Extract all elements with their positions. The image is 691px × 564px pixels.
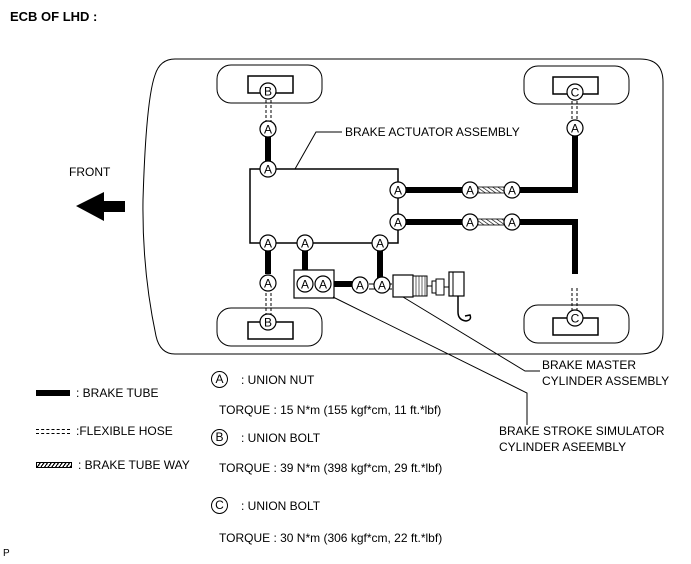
marker-b-front-right: B [259, 313, 277, 331]
svg-text:B: B [264, 316, 272, 330]
legend-flexible-hose: :FLEXIBLE HOSE [36, 424, 173, 438]
marker-b-front-left: B [259, 82, 277, 100]
brake-tube-swatch [36, 390, 70, 396]
marker-a-symbol: A [211, 371, 228, 388]
svg-text:A: A [301, 237, 309, 251]
marker-a: A [373, 276, 391, 294]
svg-text:A: A [301, 278, 309, 292]
fastener-b-torque: TORQUE : 39 N*m (398 kgf*cm, 29 ft.*lbf) [219, 461, 443, 475]
flexible-hose-swatch [36, 428, 70, 434]
legend-brake-tube-way: : BRAKE TUBE WAY [36, 458, 190, 472]
svg-text:A: A [378, 279, 386, 293]
arrow-left-icon [76, 192, 125, 221]
svg-text:A: A [376, 237, 384, 251]
svg-text:A: A [508, 216, 516, 230]
fastener-markers: B B C C A A A A A A A A A A A A A A A A … [259, 82, 584, 331]
svg-text:C: C [571, 86, 580, 100]
master-cylinder-label-line2: CYLINDER ASSEMBLY [542, 374, 670, 388]
brake-tube-way-swatch [36, 462, 72, 468]
flexible-hoses [265, 95, 578, 316]
stroke-simulator-label-line1: BRAKE STROKE SIMULATOR [499, 424, 665, 438]
marker-a: A [371, 234, 389, 252]
wheel-front-right [216, 307, 323, 347]
marker-a: A [389, 181, 407, 199]
marker-a: A [259, 274, 277, 292]
marker-a: A [566, 119, 584, 137]
svg-text:A: A [466, 216, 474, 230]
svg-text:A: A [319, 278, 327, 292]
marker-a: A [461, 213, 479, 231]
svg-text:A: A [356, 279, 364, 293]
marker-b-symbol: B [211, 429, 228, 446]
leader-lines [294, 131, 540, 425]
fastener-a-row: A : UNION NUT [211, 371, 314, 388]
master-cylinder [392, 271, 472, 322]
marker-a: A [314, 275, 332, 293]
brake-tube-way-lower [476, 218, 506, 226]
brake-tube-way-upper [476, 186, 506, 194]
stroke-simulator-label-line2: CYLINDER ASEEMBLY [499, 440, 627, 454]
front-label: FRONT [69, 165, 111, 179]
fastener-c-row: C : UNION BOLT [211, 497, 320, 514]
svg-text:A: A [264, 277, 272, 291]
marker-a: A [259, 160, 277, 178]
marker-a: A [259, 234, 277, 252]
marker-c-rear-left: C [566, 83, 584, 101]
legend-brake-tube: : BRAKE TUBE [36, 386, 158, 400]
marker-a: A [296, 234, 314, 252]
marker-a: A [389, 213, 407, 231]
marker-a: A [296, 275, 314, 293]
legend-label: : BRAKE TUBE [76, 386, 159, 400]
marker-a: A [461, 181, 479, 199]
marker-c-rear-right: C [566, 309, 584, 327]
fastener-name: : UNION BOLT [241, 430, 321, 445]
svg-text:A: A [264, 163, 272, 177]
brake-actuator-box [249, 168, 399, 244]
page-title: ECB OF LHD : [10, 9, 98, 24]
legend-label: :FLEXIBLE HOSE [76, 424, 173, 438]
svg-text:B: B [264, 85, 272, 99]
marker-a: A [351, 276, 369, 294]
svg-text:A: A [264, 123, 272, 137]
svg-text:C: C [571, 312, 580, 326]
fastener-name: : UNION NUT [241, 372, 315, 387]
fastener-name: : UNION BOLT [241, 498, 321, 513]
svg-text:A: A [394, 216, 402, 230]
fastener-b-row: B : UNION BOLT [211, 429, 320, 446]
master-cylinder-label-line1: BRAKE MASTER [542, 358, 637, 372]
svg-text:A: A [466, 184, 474, 198]
svg-text:A: A [264, 237, 272, 251]
legend-label: : BRAKE TUBE WAY [78, 458, 190, 472]
brake-actuator-label: BRAKE ACTUATOR ASSEMBLY [345, 125, 520, 139]
marker-c-symbol: C [211, 497, 228, 514]
vehicle-body-outline [142, 58, 664, 355]
svg-text:A: A [394, 184, 402, 198]
brake-tubes [265, 136, 578, 287]
marker-a: A [259, 120, 277, 138]
marker-a: A [503, 181, 521, 199]
svg-text:A: A [508, 184, 516, 198]
fastener-a-torque: TORQUE : 15 N*m (155 kgf*cm, 11 ft.*lbf) [219, 403, 442, 417]
marker-a: A [503, 213, 521, 231]
fastener-c-torque: TORQUE : 30 N*m (306 kgf*cm, 22 ft.*lbf) [219, 531, 443, 545]
svg-text:A: A [571, 122, 579, 136]
footer-code: P [3, 548, 10, 559]
